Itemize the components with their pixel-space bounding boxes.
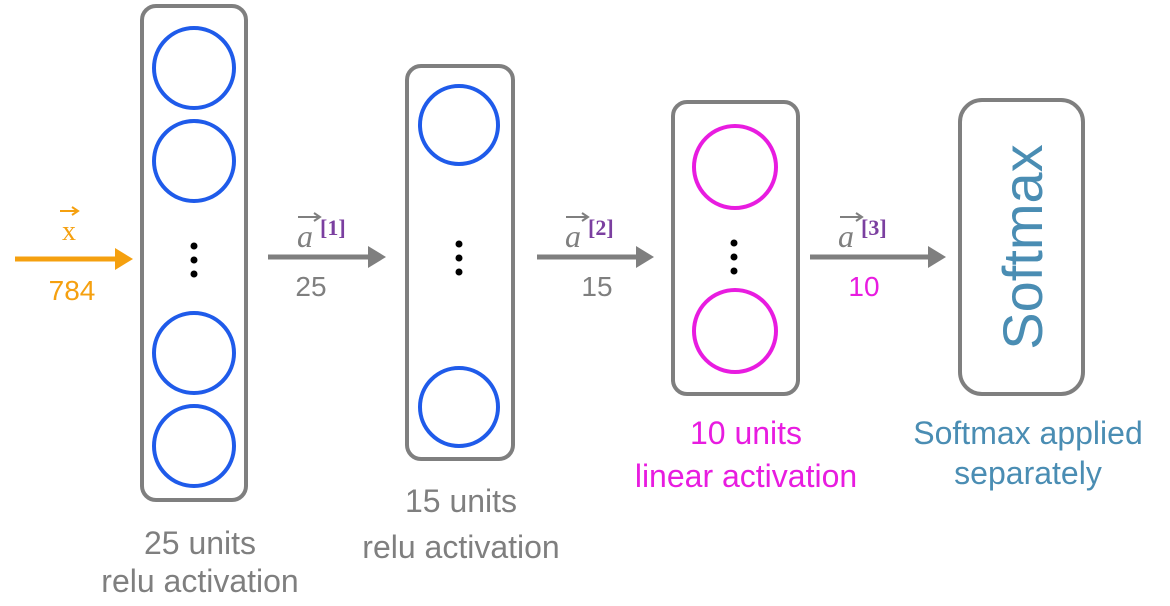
input-dimension: 784 bbox=[49, 275, 96, 306]
layer-1-ellipsis-dot bbox=[190, 242, 198, 250]
layer-2-ellipsis-dot bbox=[455, 268, 463, 276]
layer-1-box bbox=[140, 4, 248, 502]
softmax-box bbox=[958, 98, 1085, 396]
layer-2-box bbox=[405, 64, 515, 461]
softmax-caption-line1: Softmax applied bbox=[913, 415, 1142, 451]
connection-1-vector-letter: a bbox=[297, 218, 313, 254]
layer-1-activation-text: relu activation bbox=[101, 563, 298, 599]
softmax-caption-line2: separately bbox=[954, 455, 1102, 491]
layer-2-ellipsis-dot bbox=[455, 240, 463, 248]
layer-1-units-text: 25 units bbox=[144, 525, 256, 561]
layer-3-ellipsis-dot bbox=[730, 239, 738, 247]
layer-1-ellipsis-dot bbox=[190, 256, 198, 264]
layer-3-units-text: 10 units bbox=[690, 415, 802, 451]
layer-1-neuron bbox=[152, 404, 236, 488]
layer-3-ellipsis-dot bbox=[730, 253, 738, 261]
connection-1-vector-arrowhead-icon bbox=[313, 212, 322, 222]
layer-2-neuron bbox=[418, 366, 500, 448]
connection-1: a [1] 25 bbox=[268, 212, 386, 302]
layer-1-neuron bbox=[152, 119, 236, 203]
connection-1-arrowhead-icon bbox=[368, 246, 386, 268]
layer-3-neuron bbox=[692, 124, 778, 210]
layer-1-neuron bbox=[152, 311, 236, 395]
layer-3-box bbox=[671, 100, 800, 396]
layer-3-ellipsis-dot bbox=[730, 267, 738, 275]
layer-3-neuron bbox=[692, 288, 778, 374]
layer-1-neuron bbox=[152, 26, 236, 110]
layer-3-activation-text: linear activation bbox=[635, 458, 857, 494]
input-group: x 784 bbox=[15, 206, 133, 306]
input-vector-arrowhead-icon bbox=[71, 206, 80, 216]
connection-2: a [2] 15 bbox=[537, 212, 654, 302]
connection-2-arrowhead-icon bbox=[636, 246, 654, 268]
connection-2-superscript: [2] bbox=[588, 215, 614, 240]
connection-3-superscript: [3] bbox=[861, 215, 887, 240]
connection-3-dimension: 10 bbox=[848, 271, 879, 302]
layer-1: 25 units relu activation bbox=[101, 4, 299, 599]
connection-3-vector-arrowhead-icon bbox=[855, 212, 864, 222]
layer-2-units-text: 15 units bbox=[405, 483, 517, 519]
layer-3: 10 units linear activation bbox=[635, 100, 857, 494]
input-vector-label: x bbox=[62, 216, 76, 247]
softmax-box-label: Softmax bbox=[991, 144, 1054, 349]
softmax-group: Softmax Softmax applied separately bbox=[913, 98, 1143, 491]
layer-2-neuron bbox=[418, 84, 500, 166]
layer-1-ellipsis-dot bbox=[190, 270, 198, 278]
connection-1-superscript: [1] bbox=[320, 215, 346, 240]
layer-2-ellipsis-dot bbox=[455, 254, 463, 262]
layer-2-activation-text: relu activation bbox=[362, 529, 559, 565]
connection-1-dimension: 25 bbox=[295, 271, 326, 302]
connection-2-vector-letter: a bbox=[565, 218, 581, 254]
connection-3: a [3] 10 bbox=[810, 212, 946, 302]
input-arrowhead-icon bbox=[115, 248, 133, 270]
layer-2: 15 units relu activation bbox=[362, 64, 560, 565]
connection-3-arrowhead-icon bbox=[928, 246, 946, 268]
connection-2-vector-arrowhead-icon bbox=[581, 212, 590, 222]
connection-3-vector-letter: a bbox=[838, 218, 854, 254]
connection-2-dimension: 15 bbox=[581, 271, 612, 302]
